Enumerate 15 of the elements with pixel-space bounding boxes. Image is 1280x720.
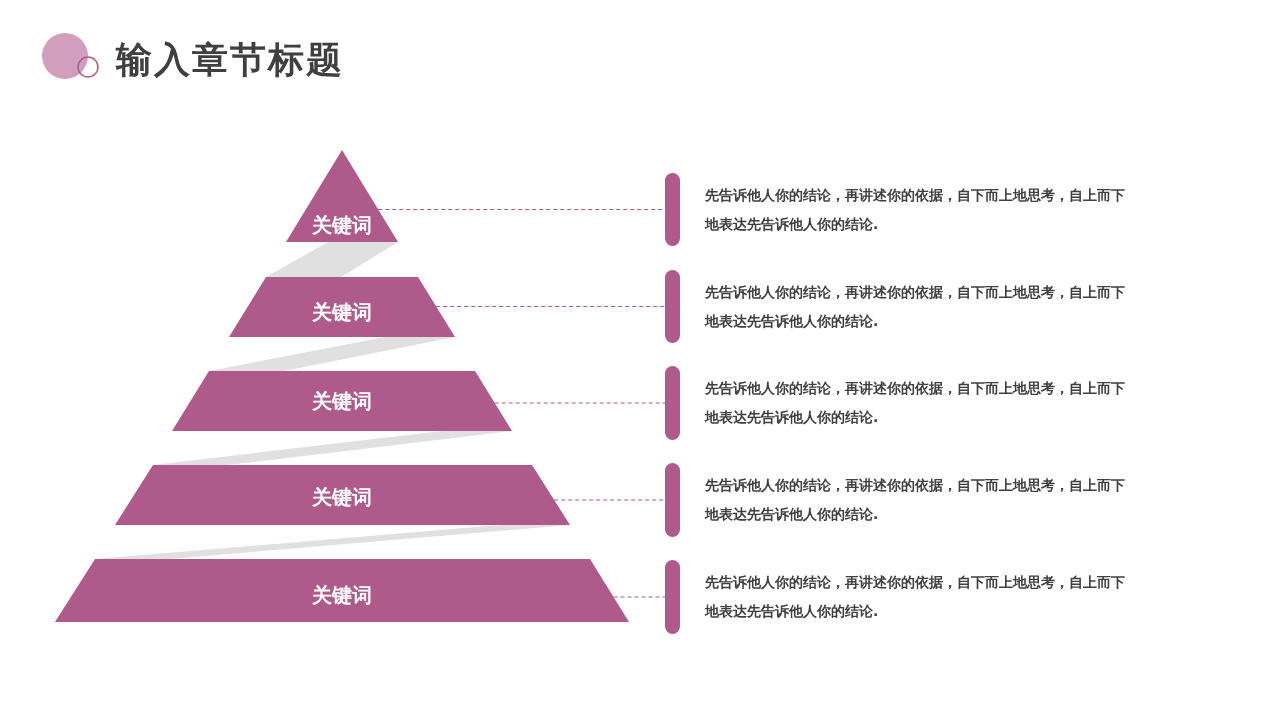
keyword-label: 关键词: [312, 300, 372, 324]
dashed-connector: [435, 306, 666, 307]
title: 输入章节标题: [116, 38, 344, 82]
dashed-connector: [553, 499, 666, 501]
keyword-label: 关键词: [312, 485, 372, 509]
dashed-connector: [613, 596, 666, 598]
keyword-label: 关键词: [312, 213, 372, 237]
keyword-label: 关键词: [312, 583, 372, 607]
keyword-label: 关键词: [312, 389, 372, 413]
description-text: 先告诉他人你的结论，再讲述你的依据，自下而上地思考，自上而下地表达先告诉他人你的结论.: [665, 366, 1135, 440]
description-text: 先告诉他人你的结论，再讲述你的依据，自下而上地思考，自上而下地表达先告诉他人你的结论.: [665, 270, 1135, 343]
dashed-connector: [494, 402, 666, 404]
description-text: 先告诉他人你的结论，再讲述你的依据，自下而上地思考，自上而下地表达先告诉他人你的结论.: [665, 560, 1135, 634]
description-text: 先告诉他人你的结论，再讲述你的依据，自下而上地思考，自上而下地表达先告诉他人你的结论.: [665, 173, 1135, 246]
description-text: 先告诉他人你的结论，再讲述你的依据，自下而上地思考，自上而下地表达先告诉他人你的结论.: [665, 463, 1135, 537]
